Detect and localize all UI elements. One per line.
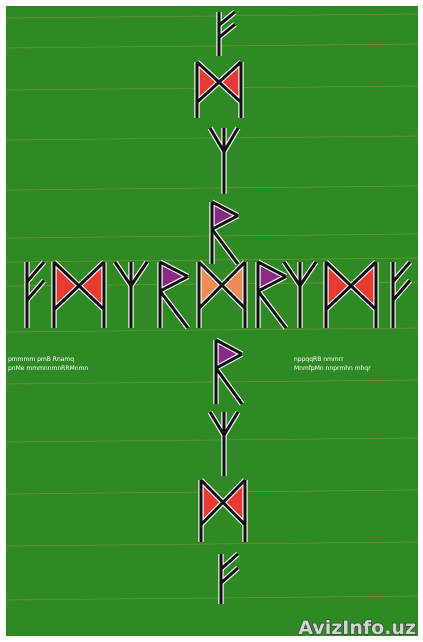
rune-mannaz: [51, 260, 107, 328]
rune-stroke: [215, 338, 243, 356]
rune-stroke: [211, 200, 239, 217]
caption-left-line-2: pnMe mmmnnmnRRMnmn: [8, 365, 88, 372]
rune-stroke: [159, 260, 189, 278]
rune-stroke: [211, 214, 239, 231]
rune-stroke: [199, 478, 247, 526]
stripe-line: [5, 541, 419, 547]
rune-fill: [326, 262, 351, 310]
rune-fill: [212, 202, 238, 230]
rune-stroke: [257, 260, 287, 278]
rune-raidho: [157, 259, 191, 330]
rune-stroke: [218, 10, 236, 27]
rune-fehu: [24, 260, 47, 328]
rune-raidho: [213, 337, 245, 406]
caption-right: nppqqRB nmmrr MnmfpMn nnprmhn mhqr: [294, 356, 371, 372]
rune-fill: [351, 262, 376, 310]
rune-stroke: [220, 566, 239, 585]
rune-fehu: [390, 260, 413, 328]
rune-algiz: [207, 126, 241, 194]
rune-stroke: [25, 261, 46, 283]
rune-stroke: [391, 261, 412, 283]
rune-fehu: [216, 9, 237, 56]
rune-stroke: [208, 127, 226, 153]
watermark-text: AvizInfo.uz: [298, 617, 416, 639]
rune-stroke: [218, 23, 236, 39]
rune-stroke: [129, 261, 149, 287]
stripe-line: [5, 379, 419, 385]
rune-mannaz: [198, 478, 248, 542]
rune-stroke: [256, 290, 288, 329]
rune-fill: [223, 480, 245, 525]
rune-fill: [199, 262, 222, 309]
rune-stroke: [220, 552, 239, 571]
rune-raidho: [255, 259, 289, 330]
rune-raidho: [209, 199, 241, 266]
stripe-line: [5, 13, 419, 19]
rune-fill: [54, 262, 79, 310]
rune-stroke: [222, 127, 240, 153]
caption-left-line-1: pmmmm pmB Rnamq: [8, 356, 74, 363]
caption-left: pmmmm pmB Rnamq pnMe mmmnnmnRRMnmn: [8, 356, 88, 372]
rune-stroke: [324, 260, 378, 311]
rune-stroke: [215, 352, 243, 370]
rune-stroke: [214, 367, 244, 405]
rune-stroke: [210, 228, 240, 265]
rune-stroke: [391, 279, 412, 302]
rune-stroke: [195, 60, 243, 104]
rune-algiz: [207, 410, 241, 476]
rune-stroke: [257, 275, 287, 293]
rune-mannaz: [194, 60, 244, 118]
rune-algiz: [281, 260, 319, 328]
rune-stroke: [197, 260, 247, 310]
rune-fill: [222, 262, 245, 309]
rune-stroke: [113, 261, 133, 287]
rune-layer: [24, 9, 413, 604]
rune-stroke: [158, 290, 190, 329]
green-background: [6, 6, 418, 636]
rune-fill: [79, 262, 104, 310]
rune-stroke: [282, 261, 302, 287]
rune-stroke: [208, 411, 226, 436]
rune-stroke: [25, 279, 46, 302]
stripe-line: [5, 327, 419, 333]
caption-right-line-1: nppqqRB nmmrr: [294, 356, 344, 363]
stripe-line: [5, 437, 419, 443]
rune-mannaz: [323, 260, 379, 328]
rune-dagaz: [196, 260, 248, 328]
stripe-line: [5, 43, 419, 49]
rune-fill: [219, 62, 241, 103]
rune-fill: [201, 480, 223, 525]
rune-stroke: [298, 261, 318, 287]
rune-fehu: [218, 551, 240, 604]
rune-fill: [197, 62, 219, 103]
rune-algiz: [112, 260, 150, 328]
stripe-line: [5, 135, 419, 141]
caption-right-line-2: MnmfpMn nnprmhn mhqr: [294, 365, 371, 372]
rune-stroke: [222, 411, 240, 436]
stripe-line: [5, 185, 419, 191]
rune-stroke: [159, 275, 189, 293]
rune-fill: [258, 262, 286, 292]
rune-fill: [216, 340, 242, 369]
rune-fill: [160, 262, 188, 292]
stripe-line: [5, 595, 419, 601]
rune-stroke: [52, 260, 106, 311]
